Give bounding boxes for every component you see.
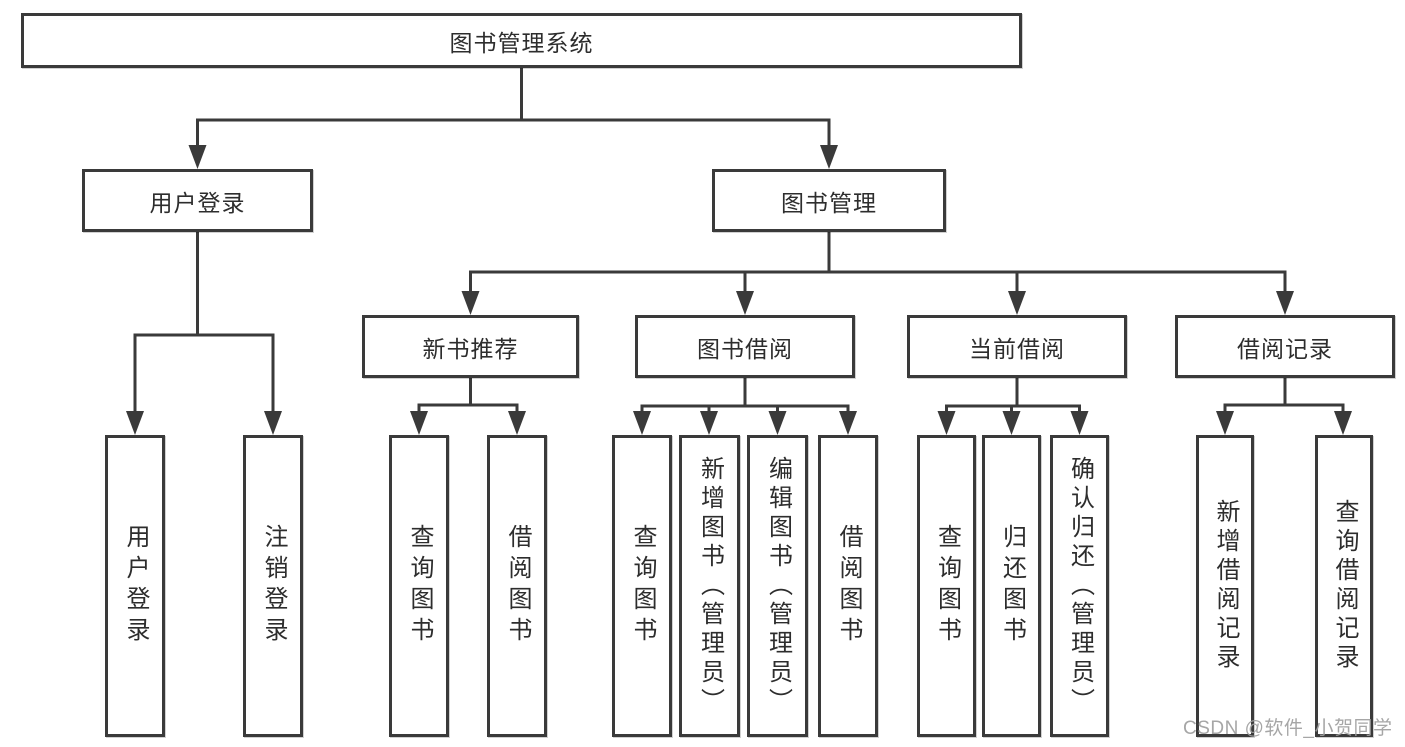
leaf-logout-label: 注销登录 xyxy=(260,524,287,648)
node-current-borrow: 当前借阅 xyxy=(907,315,1127,378)
arrow-current xyxy=(1008,291,1026,315)
leaf-borrow-books-newrec: 借阅图书 xyxy=(487,435,547,737)
arrow-leaf-login xyxy=(126,411,144,435)
leaf-return-book: 归还图书 xyxy=(982,435,1041,737)
leaf-user-login: 用户登录 xyxy=(105,435,165,737)
leaf-query-borrow-record: 查询借阅记录 xyxy=(1315,435,1373,737)
arrow-bb4 xyxy=(839,411,857,435)
node-book-mgmt: 图书管理 xyxy=(712,169,946,232)
arrow-br2 xyxy=(1334,411,1352,435)
arrow-records xyxy=(1276,291,1294,315)
arrow-br1 xyxy=(1216,411,1234,435)
arrow-nb1 xyxy=(410,411,428,435)
arrow-bb3 xyxy=(768,411,787,435)
arrow-new-book xyxy=(461,291,480,315)
leaf-borrow-books-newrec-label: 借阅图书 xyxy=(504,524,531,648)
node-current-borrow-label: 当前借阅 xyxy=(969,335,1065,362)
node-book-mgmt-label: 图书管理 xyxy=(781,189,877,216)
node-borrow-records-label: 借阅记录 xyxy=(1237,335,1333,362)
arrow-book-mgmt xyxy=(820,145,838,169)
leaf-logout: 注销登录 xyxy=(243,435,303,737)
arrow-cb2 xyxy=(1002,411,1021,435)
leaf-user-login-label: 用户登录 xyxy=(122,524,149,648)
node-root-label: 图书管理系统 xyxy=(449,29,594,56)
node-book-borrow: 图书借阅 xyxy=(635,315,855,378)
leaf-add-book-admin-label: 新增图书（管理员） xyxy=(696,455,724,717)
arrow-cb3 xyxy=(1070,411,1089,435)
node-book-borrow-label: 图书借阅 xyxy=(697,335,793,362)
leaf-confirm-return-admin: 确认归还（管理员） xyxy=(1050,435,1109,737)
leaf-confirm-return-admin-label: 确认归还（管理员） xyxy=(1066,455,1094,717)
node-new-book-rec-label: 新书推荐 xyxy=(422,335,519,362)
arrow-cb1 xyxy=(937,411,956,435)
leaf-borrow-book: 借阅图书 xyxy=(818,435,878,737)
leaf-add-book-admin: 新增图书（管理员） xyxy=(679,435,740,737)
csdn-watermark: CSDN @软件_小贺同学 xyxy=(1183,718,1393,739)
node-user-login: 用户登录 xyxy=(82,169,313,232)
leaf-query-borrow-record-label: 查询借阅记录 xyxy=(1331,499,1358,673)
arrowheads xyxy=(126,145,1352,435)
leaf-query-books-borrow: 查询图书 xyxy=(612,435,672,737)
leaf-query-books-current: 查询图书 xyxy=(917,435,976,737)
leaf-query-books-newrec: 查询图书 xyxy=(389,435,449,737)
arrow-borrow xyxy=(736,291,754,315)
arrow-bb1 xyxy=(633,411,651,435)
node-user-login-label: 用户登录 xyxy=(149,189,246,216)
leaf-add-borrow-record: 新增借阅记录 xyxy=(1196,435,1254,737)
leaf-query-books-current-label: 查询图书 xyxy=(933,524,961,648)
leaf-query-books-borrow-label: 查询图书 xyxy=(629,524,656,648)
leaf-return-book-label: 归还图书 xyxy=(998,524,1026,648)
node-root: 图书管理系统 xyxy=(21,13,1022,68)
leaf-add-borrow-record-label: 新增借阅记录 xyxy=(1212,499,1239,673)
leaf-borrow-book-label: 借阅图书 xyxy=(835,524,862,648)
node-borrow-records: 借阅记录 xyxy=(1175,315,1395,378)
arrow-leaf-logout xyxy=(264,411,282,435)
leaf-edit-book-admin: 编辑图书（管理员） xyxy=(747,435,808,737)
arrow-user-login xyxy=(188,145,207,169)
leaf-query-books-newrec-label: 查询图书 xyxy=(406,524,433,648)
arrow-nb2 xyxy=(508,411,526,435)
arrow-bb2 xyxy=(700,411,718,435)
node-new-book-rec: 新书推荐 xyxy=(362,315,579,378)
leaf-edit-book-admin-label: 编辑图书（管理员） xyxy=(764,455,792,717)
